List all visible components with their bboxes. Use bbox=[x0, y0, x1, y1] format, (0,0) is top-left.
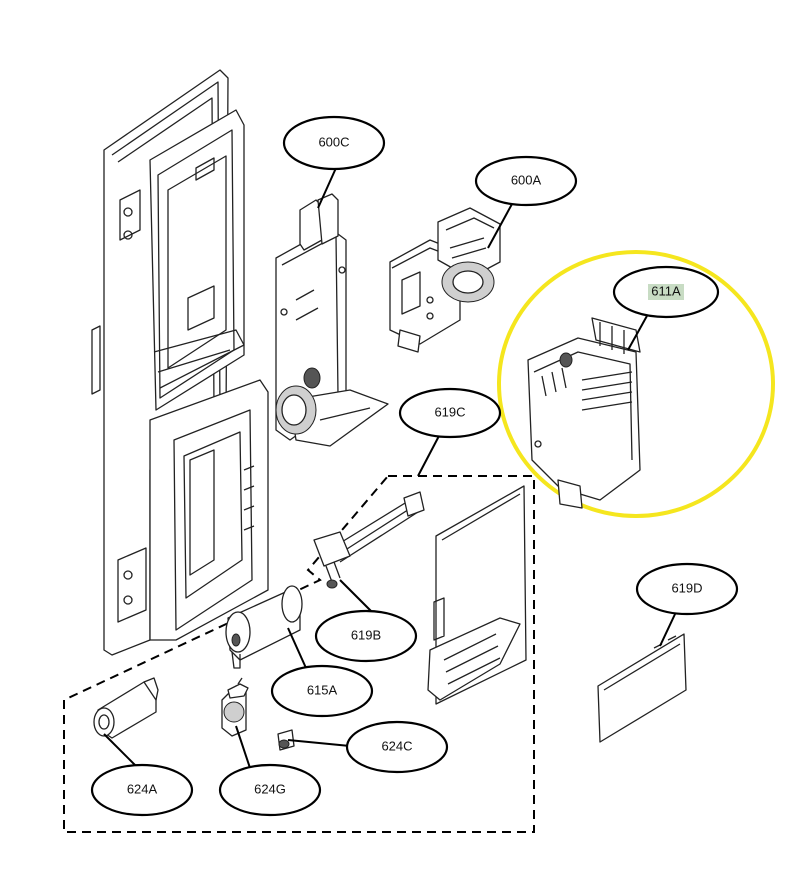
callout-624a[interactable]: 624A bbox=[90, 763, 194, 817]
part-611a-drawing bbox=[527, 317, 641, 509]
leader-611a bbox=[627, 313, 649, 351]
callout-600a[interactable]: 600A bbox=[474, 155, 578, 207]
part-624c-drawing bbox=[277, 729, 295, 751]
callout-611a[interactable]: 611A bbox=[612, 265, 720, 319]
part-624g-drawing bbox=[221, 677, 249, 737]
callout-619c[interactable]: 619C bbox=[398, 387, 502, 439]
leader-lines bbox=[103, 167, 677, 769]
leader-619d bbox=[659, 611, 677, 647]
callout-label-619c: 619C bbox=[434, 404, 465, 419]
part-619b-drawing bbox=[313, 491, 425, 589]
callout-619d[interactable]: 619D bbox=[635, 562, 739, 616]
callout-label-611a: 611A bbox=[651, 283, 681, 298]
leader-624a bbox=[103, 733, 139, 769]
leader-624g bbox=[235, 725, 251, 769]
leader-600c bbox=[317, 167, 337, 209]
leader-619b bbox=[339, 579, 373, 613]
panel-drawing bbox=[427, 485, 527, 705]
leader-624c bbox=[287, 739, 351, 747]
callout-label-600a: 600A bbox=[511, 172, 542, 187]
part-600a-drawing bbox=[389, 207, 501, 353]
callout-label-624g: 624G bbox=[254, 781, 286, 796]
callout-619b[interactable]: 619B bbox=[314, 609, 418, 663]
door-assembly bbox=[91, 69, 269, 656]
callout-label-624c: 624C bbox=[381, 738, 412, 753]
callout-label-619b: 619B bbox=[351, 627, 381, 642]
part-624a-drawing bbox=[93, 677, 159, 739]
highlight-611a bbox=[497, 250, 775, 518]
callout-615a[interactable]: 615A bbox=[270, 664, 374, 718]
part-615a-drawing bbox=[225, 585, 303, 669]
part-619d-drawing bbox=[597, 633, 687, 743]
callout-624c[interactable]: 624C bbox=[345, 720, 449, 774]
callout-label-619d: 619D bbox=[671, 580, 702, 595]
part-600c-drawing bbox=[275, 193, 389, 447]
callout-label-615a: 615A bbox=[307, 682, 338, 697]
callout-label-600c: 600C bbox=[318, 134, 349, 149]
group-619c-outline bbox=[63, 475, 535, 833]
callout-label-624a: 624A bbox=[127, 781, 158, 796]
leader-619c bbox=[417, 433, 441, 477]
callout-624g[interactable]: 624G bbox=[218, 763, 322, 817]
leader-600a bbox=[487, 203, 513, 249]
callout-600c[interactable]: 600C bbox=[282, 115, 386, 171]
leader-615a bbox=[287, 627, 307, 669]
